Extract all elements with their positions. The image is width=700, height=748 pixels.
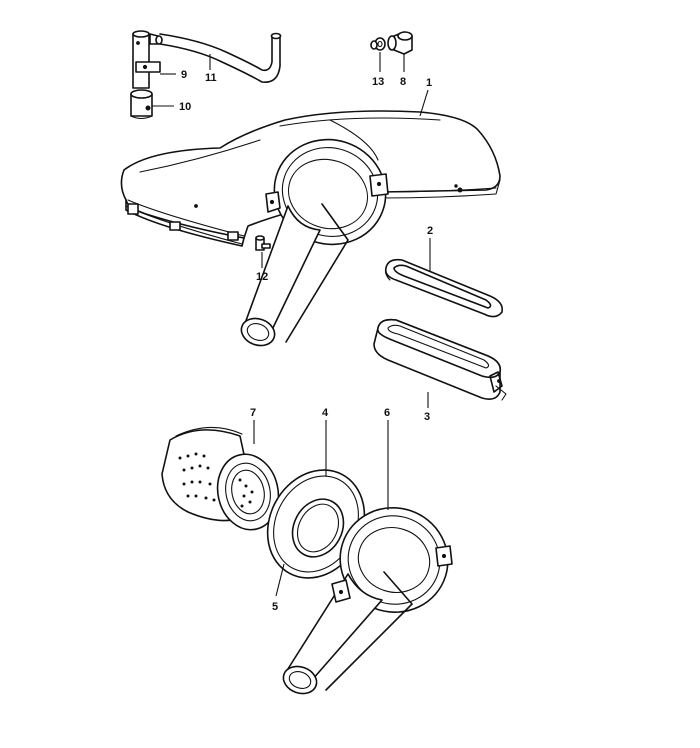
part-3-oil-bath-tray bbox=[373, 318, 507, 401]
part-13-grommet bbox=[370, 37, 386, 51]
callout-7: 7 bbox=[250, 407, 256, 419]
callout-labels: 9 10 11 13 8 1 12 2 3 7 4 6 5 bbox=[179, 69, 433, 613]
callout-13: 13 bbox=[372, 76, 384, 88]
callout-2: 2 bbox=[427, 225, 433, 237]
part-10-connector bbox=[130, 89, 153, 120]
callout-9: 9 bbox=[181, 69, 187, 81]
perforations bbox=[178, 452, 254, 508]
part-11-breather-hose bbox=[159, 32, 282, 83]
callout-3: 3 bbox=[424, 411, 430, 423]
part-7-filter-element bbox=[161, 426, 280, 531]
upper-filter-cover bbox=[240, 138, 389, 347]
part-6-lower-cover bbox=[282, 507, 453, 695]
part-12-fitting bbox=[255, 235, 271, 251]
callout-4: 4 bbox=[322, 407, 329, 419]
callout-5: 5 bbox=[272, 601, 278, 613]
part-9-bracket bbox=[132, 30, 163, 89]
callout-11: 11 bbox=[205, 72, 217, 84]
leader-lines bbox=[152, 52, 431, 597]
part-2-sealing-ring bbox=[384, 258, 504, 318]
callout-12: 12 bbox=[256, 271, 268, 283]
callout-8: 8 bbox=[400, 76, 406, 88]
callout-6: 6 bbox=[384, 407, 390, 419]
callout-10: 10 bbox=[179, 101, 191, 113]
callout-1: 1 bbox=[426, 77, 432, 89]
part-8-cap bbox=[387, 31, 413, 55]
